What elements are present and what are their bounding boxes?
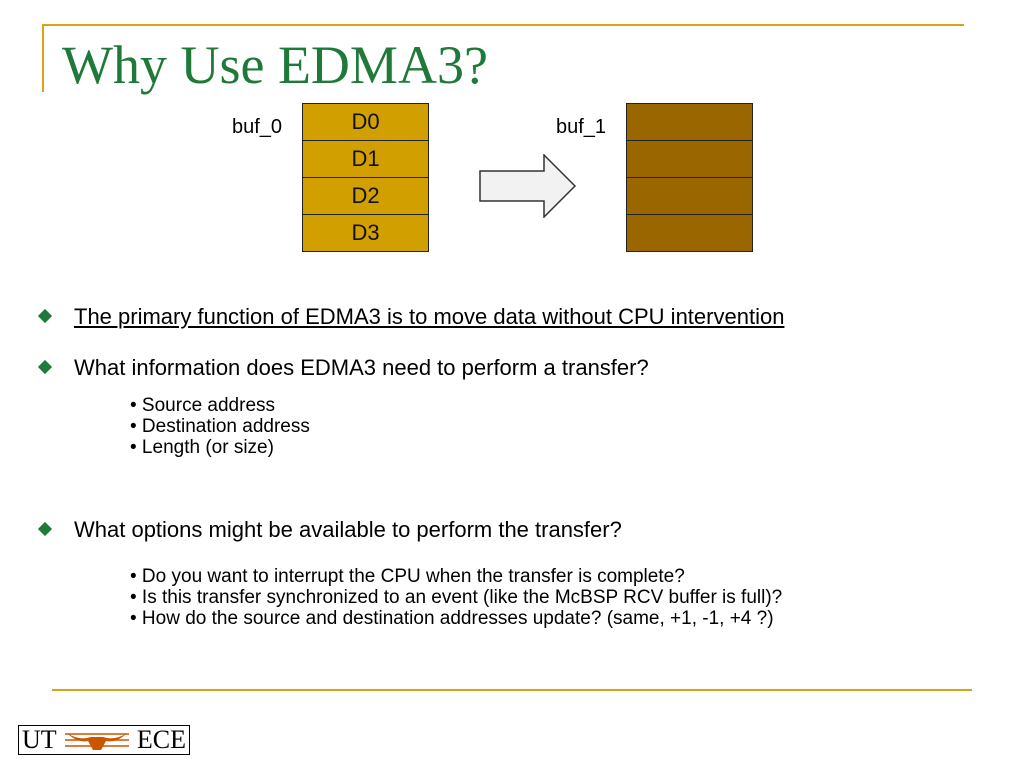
buf-0-cell: D3 (302, 214, 429, 252)
sublist-item: • Is this transfer synchronized to an ev… (130, 587, 783, 608)
buf-1 (626, 103, 753, 252)
information-sublist: • Source address • Destination address •… (130, 395, 310, 458)
right-arrow-icon (479, 154, 577, 218)
buf-1-label: buf_1 (556, 116, 607, 138)
buf-0-cell: D1 (302, 140, 429, 178)
sublist-item: • Destination address (130, 416, 310, 437)
buf-0-label: buf_0 (232, 116, 283, 138)
buf-1-cell (626, 214, 753, 252)
sublist-item: • How do the source and destination addr… (130, 608, 774, 629)
diamond-bullet-icon (37, 359, 53, 375)
buf-0-cell: D2 (302, 177, 429, 215)
footer-rule (52, 689, 972, 691)
buf-1-cell (626, 177, 753, 215)
buf-1-cell (626, 103, 753, 141)
frame-left-rule (42, 24, 44, 92)
logo-text-ut: UT (22, 725, 57, 754)
buf-1-cell (626, 140, 753, 178)
frame-top-rule (42, 24, 964, 26)
bullet-text: What information does EDMA3 need to perf… (74, 355, 649, 380)
bullet-text: What options might be available to perfo… (74, 517, 622, 542)
logo-text-ece: ECE (136, 725, 186, 754)
options-sublist: • Do you want to interrupt the CPU when … (130, 566, 782, 629)
sublist-item: • Source address (130, 395, 276, 416)
ut-ece-logo: UT ECE (18, 725, 190, 755)
diamond-bullet-icon (37, 521, 53, 537)
sublist-item: • Do you want to interrupt the CPU when … (130, 566, 685, 587)
sublist-item: • Length (or size) (130, 437, 274, 458)
buf-0: D0 D1 D2 D3 (302, 103, 429, 252)
buf-0-cell: D0 (302, 103, 429, 141)
bullet-text: The primary function of EDMA3 is to move… (74, 304, 785, 329)
slide-title: Why Use EDMA3? (62, 35, 488, 95)
longhorn-icon (64, 733, 129, 750)
diamond-bullet-icon (37, 308, 53, 324)
